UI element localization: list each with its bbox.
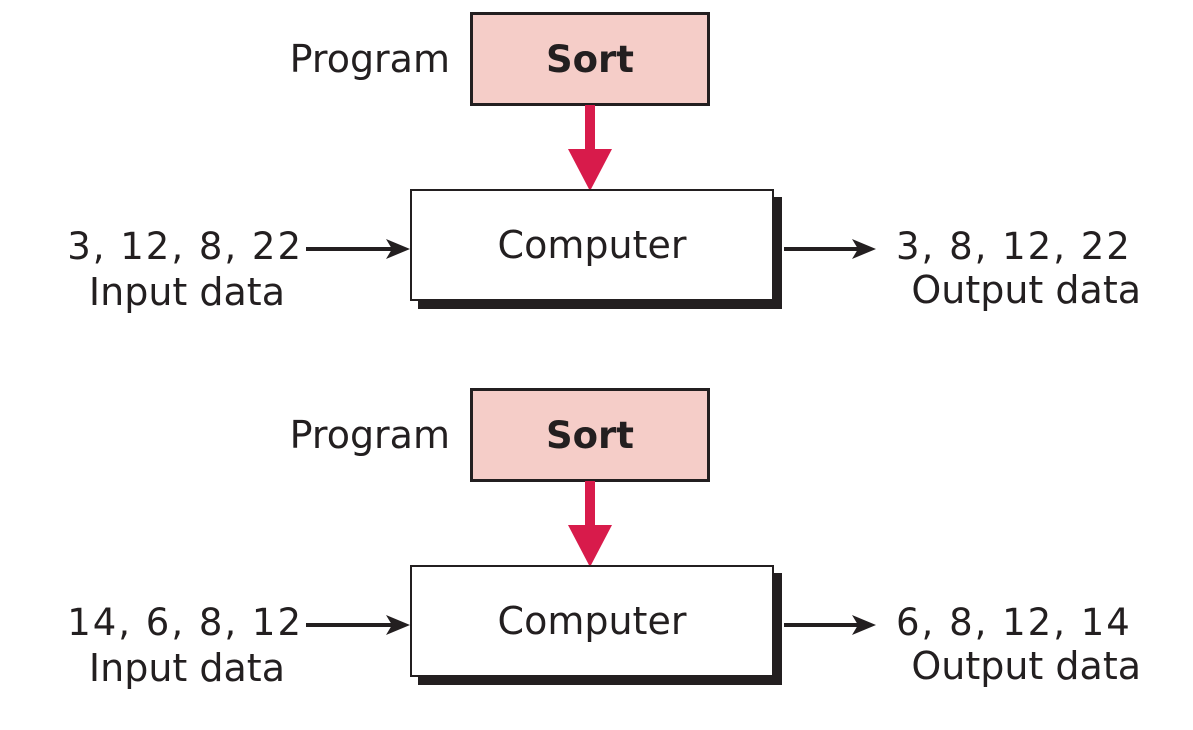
program-label: Program: [289, 413, 450, 457]
program-box: Sort: [470, 12, 710, 106]
program-name: Sort: [545, 37, 634, 81]
program-to-computer-arrow: [568, 105, 612, 191]
output-caption: Output data: [911, 268, 1141, 312]
sort-diagram-2: Program Sort Computer 14, 6, 8, 12 Input…: [0, 376, 1193, 730]
output-arrow: [784, 615, 876, 635]
output-values: 6, 8, 12, 14: [896, 601, 1132, 644]
computer-label: Computer: [497, 599, 687, 643]
output-arrow: [784, 239, 876, 259]
output-caption: Output data: [911, 644, 1141, 688]
input-arrow: [306, 615, 410, 635]
computer-box: Computer: [410, 565, 774, 677]
program-label: Program: [289, 37, 450, 81]
input-arrow: [306, 239, 410, 259]
computer-box: Computer: [410, 189, 774, 301]
input-caption: Input data: [88, 646, 285, 690]
output-values: 3, 8, 12, 22: [896, 225, 1132, 268]
input-values: 3, 12, 8, 22: [67, 225, 303, 268]
program-box: Sort: [470, 388, 710, 482]
computer-label: Computer: [497, 223, 687, 267]
sort-diagram-1: Program Sort Computer 3, 12, 8, 22 Input…: [0, 0, 1193, 354]
input-caption: Input data: [88, 270, 285, 314]
input-values: 14, 6, 8, 12: [67, 601, 303, 644]
program-name: Sort: [545, 413, 634, 457]
program-to-computer-arrow: [568, 481, 612, 567]
